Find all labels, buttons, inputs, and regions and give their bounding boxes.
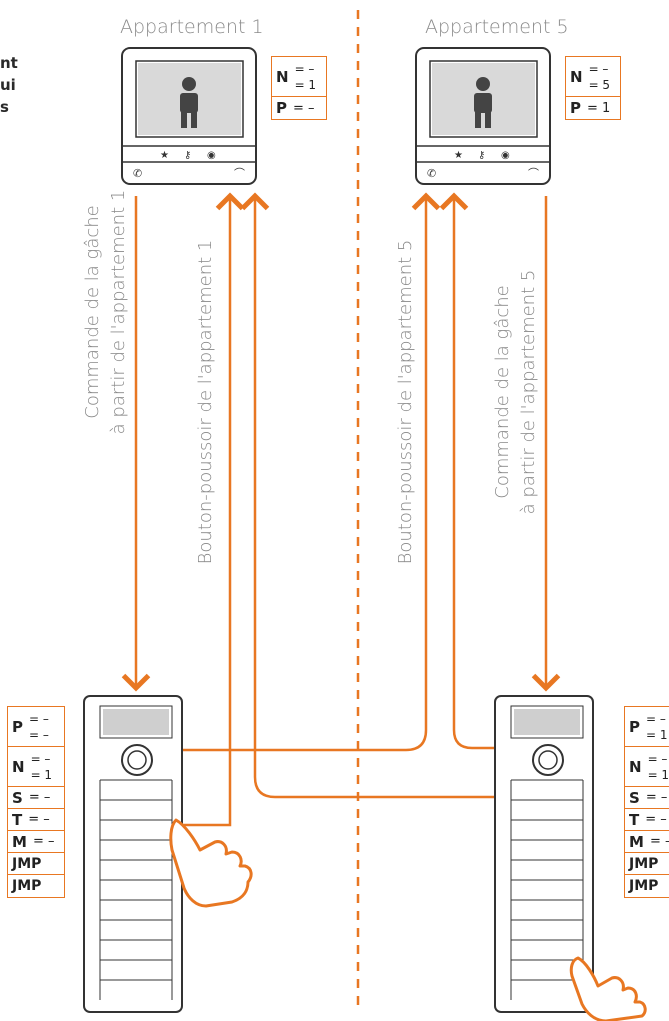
code-key-m: M [12,832,27,851]
person-icon [474,77,492,128]
code-value: = – [588,61,609,76]
code-key-p: P [276,99,287,117]
code-value: = 5 [588,77,611,92]
jmp-label: JMP [629,855,659,872]
code-value: = 1 [646,727,668,742]
video-monitor-apartment-5: ★ ⚷ ◉ ✆ ⌒ [415,47,551,185]
code-value: = 1 [587,100,611,116]
star-icon: ★ [454,150,463,161]
code-value: = – [28,812,50,827]
apartment-1-title: Appartement 1 [120,16,264,38]
truncated-text-2: ui [0,76,16,94]
phone-hangup-icon: ⌒ [234,167,245,180]
apartment-5-code-box: N = – = 5 P = 1 [565,56,621,120]
panel-right-code-box: P = – = 1 N = – = 1 S = – T = – M = – JM… [624,706,669,898]
code-value: = – [646,711,666,726]
person-icon [180,77,198,128]
label-pushbutton-apt1: Bouton-poussoir de l'appartement 1 [193,192,219,612]
label-command-apt5-line2: à partir de l'appartement 5 [518,269,539,515]
video-monitor-apartment-1: ★ ⚷ ◉ ✆ ⌒ [121,47,257,185]
code-key-t: T [629,810,640,829]
code-value: = – [293,100,315,116]
hand-pointer-icon [569,956,647,1021]
code-key-s: S [629,788,640,807]
code-value: = – [29,727,49,742]
star-icon: ★ [160,150,169,161]
phone-hangup-icon: ⌒ [528,167,539,180]
code-value: = – [32,834,55,849]
code-value: = – [29,711,49,726]
eye-icon: ◉ [501,150,510,161]
phone-icon: ✆ [133,167,142,180]
code-value: = – [28,790,51,805]
jmp-label: JMP [12,878,42,894]
label-pushbutton-apt5: Bouton-poussoir de l'appartement 5 [393,192,419,612]
code-value: = – [645,812,667,827]
code-value: = – [647,751,668,766]
code-value: = 1 [647,767,669,782]
label-command-apt1-line2: à partir de l'appartement 1 [108,189,129,435]
wire-pushbutton-apt5-from-left [181,192,441,752]
truncated-text-1: nt [0,54,18,72]
jmp-label: JMP [12,855,42,872]
label-command-apt5-line1: Commande de la gâche [492,285,513,499]
label-command-apt5: Commande de la gâche à partir de l'appar… [490,222,542,562]
eye-icon: ◉ [207,150,216,161]
phone-icon: ✆ [427,167,436,180]
code-value: = – [294,61,315,76]
apartment-1-code-box: N = – = 1 P = – [271,56,327,120]
code-key-p: P [12,717,23,736]
code-key-p: P [629,717,640,736]
code-value: = – [30,751,51,766]
jmp-label: JMP [629,878,659,894]
code-value: = 1 [30,767,53,782]
code-key-s: S [12,788,23,807]
label-command-apt1-line1: Commande de la gâche [82,205,103,419]
code-key-n: N [629,757,642,776]
door-panel-left [83,695,183,1013]
camera-icon [121,744,153,776]
code-key-n: N [276,67,289,86]
label-pushbutton-apt1-text: Bouton-poussoir de l'appartement 1 [195,239,216,565]
label-command-apt1: Commande de la gâche à partir de l'appar… [80,142,132,482]
code-key-n: N [12,757,25,776]
label-pushbutton-apt5-text: Bouton-poussoir de l'appartement 5 [395,239,416,565]
code-value: = – [645,790,668,805]
code-value: = – [649,834,669,849]
key-icon: ⚷ [478,150,485,161]
panel-left-code-box: P = – = – N = – = 1 S = – T = – M = – JM… [7,706,65,898]
code-key-n: N [570,67,583,86]
wire-pushbutton-apt1 [181,192,245,827]
wire-pushbutton-apt5 [439,192,495,750]
apartment-5-title: Appartement 5 [425,16,569,38]
key-icon: ⚷ [184,150,191,161]
wire-pushbutton-apt1-from-right [240,192,495,799]
truncated-text-3: s [0,98,9,116]
door-panel-right [494,695,594,1013]
camera-icon [532,744,564,776]
code-key-m: M [629,832,644,851]
code-key-t: T [12,810,23,829]
hand-pointer-icon [169,818,253,908]
code-value: = 1 [294,77,317,92]
code-key-p: P [570,99,581,117]
